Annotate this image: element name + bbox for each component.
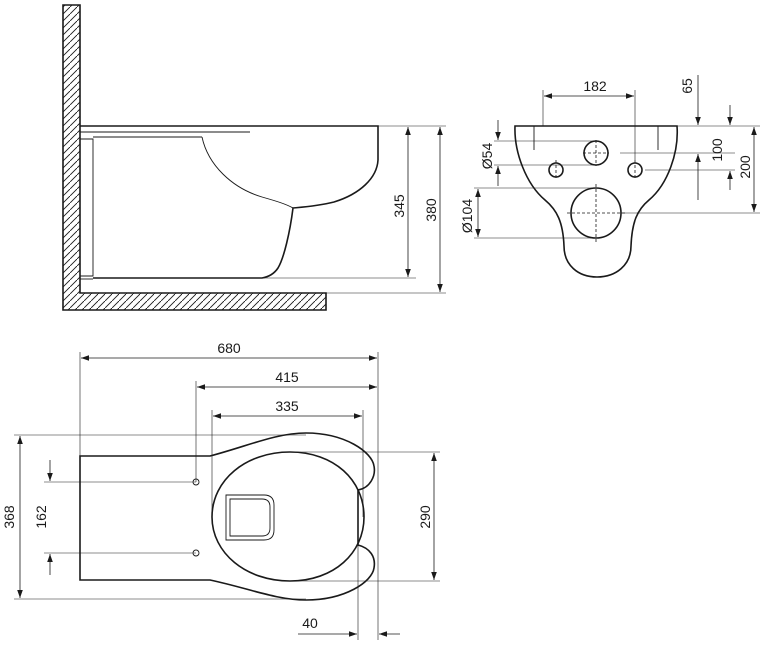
- dim-label-680: 680: [217, 340, 241, 356]
- dim-label-415: 415: [275, 369, 299, 385]
- top-view: 680 415 335 368 162 290 40: [1, 340, 440, 640]
- dim-label-200: 200: [737, 155, 753, 179]
- dim-label-d54: Ø54: [479, 143, 495, 170]
- bowl-opening: [229, 498, 271, 537]
- dim-label-100: 100: [709, 138, 725, 162]
- side-view: 345 380: [62, 4, 446, 311]
- dim-label-335: 335: [275, 398, 299, 414]
- dim-label-40: 40: [302, 615, 318, 631]
- dim-label-290: 290: [417, 505, 433, 529]
- top-body-outline: [79, 432, 376, 601]
- mounting-frame: [80, 138, 94, 277]
- dim-label-368: 368: [1, 505, 17, 529]
- dim-label-65: 65: [679, 78, 695, 94]
- front-body: [514, 125, 679, 278]
- toilet-side-body: [80, 125, 379, 279]
- seat-outline: [211, 451, 365, 582]
- front-view: 182 65 100 200 Ø54 Ø104: [459, 75, 760, 278]
- dim-label-162: 162: [33, 505, 49, 529]
- dim-label-380: 380: [423, 198, 439, 222]
- floor-hatch: [80, 293, 326, 310]
- bowl-interior: [201, 136, 294, 209]
- wall-hatch: [63, 5, 80, 310]
- wall-floor-outline: [62, 4, 327, 311]
- bowl-opening-rim: [225, 494, 275, 541]
- dim-label-d104: Ø104: [459, 199, 475, 233]
- dim-label-182: 182: [583, 78, 607, 94]
- dim-label-345: 345: [391, 194, 407, 218]
